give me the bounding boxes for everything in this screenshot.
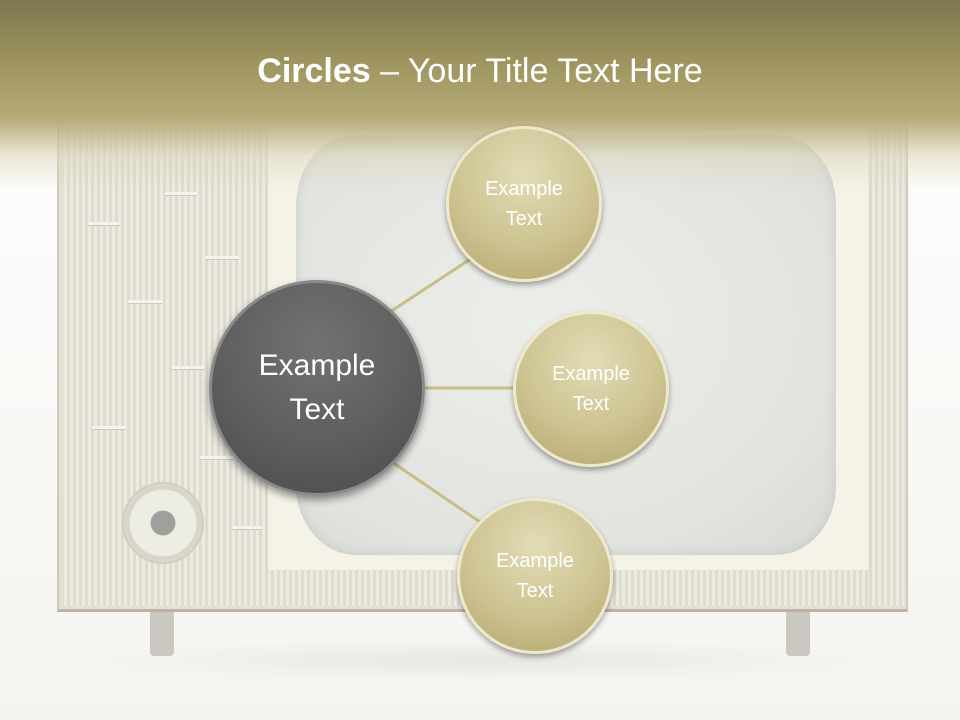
tv-leg-left — [150, 612, 174, 656]
satellite-circle-line2: Text — [572, 393, 610, 415]
tv-dial-mark — [172, 366, 204, 369]
satellite-circle-line2: Text — [516, 580, 554, 602]
tv-dial-mark — [165, 192, 197, 195]
satellite-circle-line1: Example — [496, 550, 574, 572]
satellite-circle-line1: Example — [485, 178, 563, 200]
slide-title-bold: Circles — [257, 52, 371, 90]
satellite-circle-line1: Example — [552, 363, 630, 385]
slide-title-rest: – Your Title Text Here — [370, 52, 703, 90]
center-circle-line1: Example — [258, 349, 376, 382]
tv-dial-mark — [205, 256, 239, 259]
satellite-circle-text: Example Text — [496, 546, 574, 606]
satellite-circle-text: Example Text — [485, 174, 563, 234]
connector-line-bottom — [391, 460, 481, 524]
slide-title: Circles – Your Title Text Here — [0, 52, 960, 91]
satellite-circle-middle[interactable]: Example Text — [513, 311, 669, 467]
satellite-circle-line2: Text — [505, 208, 543, 230]
satellite-circle-top[interactable]: Example Text — [446, 126, 602, 282]
tv-dial-mark — [232, 526, 262, 529]
satellite-circle-text: Example Text — [552, 359, 630, 419]
tv-leg-right — [786, 612, 810, 656]
tv-speaker-grille-right — [866, 120, 904, 606]
connector-line-top — [389, 252, 479, 314]
tv-shadow — [80, 640, 880, 680]
tv-knob — [122, 482, 204, 564]
center-circle-line2: Text — [289, 393, 345, 426]
tv-dial-mark — [128, 300, 162, 303]
tv-dial-mark — [200, 456, 234, 459]
tv-dial-mark — [88, 222, 120, 225]
center-circle-text: Example Text — [259, 344, 376, 432]
tv-dial-mark — [92, 426, 126, 429]
center-circle[interactable]: Example Text — [209, 280, 425, 496]
satellite-circle-bottom[interactable]: Example Text — [457, 498, 613, 654]
